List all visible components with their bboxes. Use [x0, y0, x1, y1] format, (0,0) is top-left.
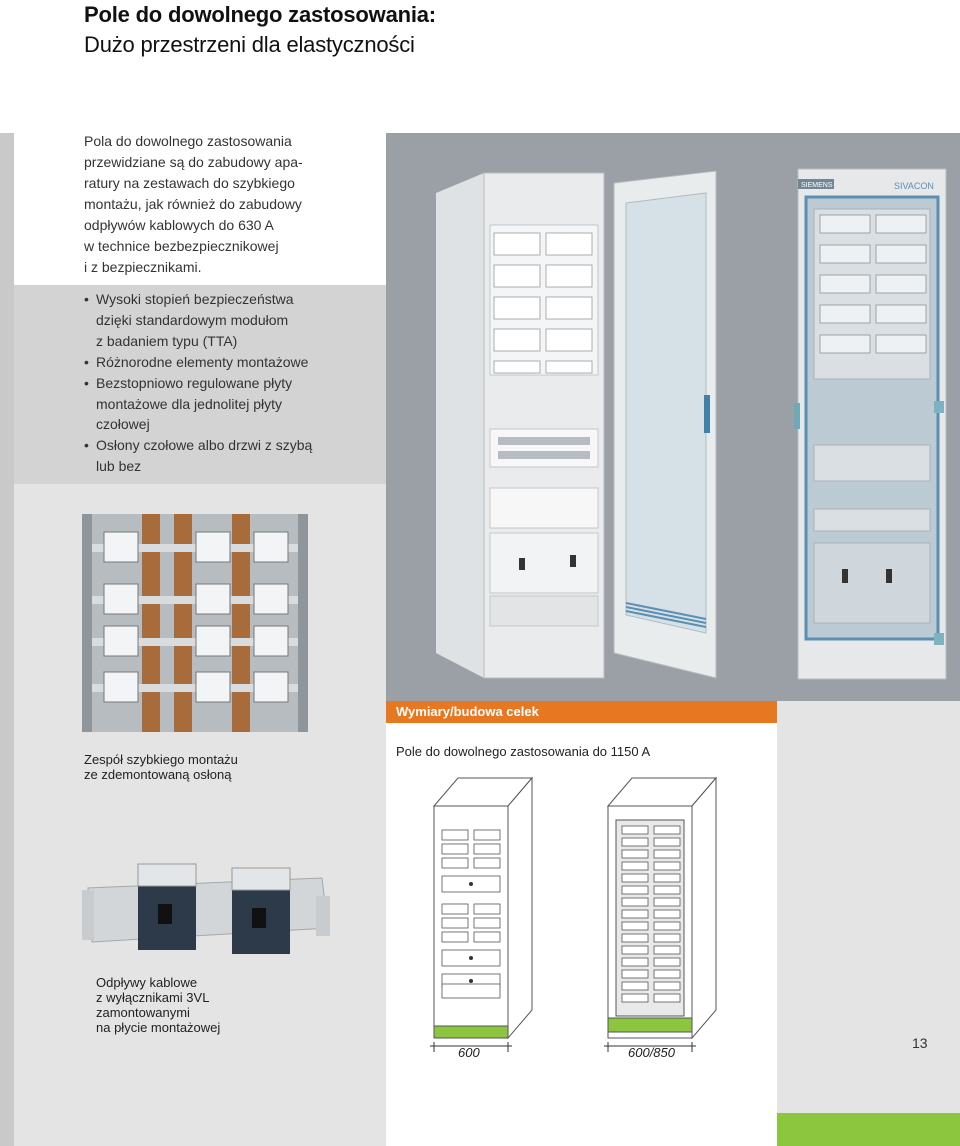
left-edge-bar: [0, 133, 14, 1146]
intro-line: ratury na zestawach do szybkiego: [84, 175, 295, 191]
dimensions-heading-text: Wymiary/budowa celek: [396, 704, 539, 719]
intro-line: montażu, jak również do zabudowy: [84, 196, 302, 212]
dimensions-heading: Wymiary/budowa celek: [386, 701, 777, 723]
brand-siemens-label: SIEMENS: [801, 182, 833, 189]
caption-line: ze zdemontowaną osłoną: [84, 767, 232, 782]
bullet-line: czołowej: [96, 416, 150, 433]
quick-assembly-photo: [82, 514, 308, 732]
bullet-line: Różnorodne elementy montażowe: [84, 352, 384, 373]
caption-line: na płycie montażowej: [96, 1020, 221, 1035]
bullet-line: montażowe dla jednolitej płyty: [96, 395, 282, 412]
intro-line: przewidziane są do zabudowy apa-: [84, 154, 303, 170]
page-accent-bar: [777, 1113, 960, 1146]
page-title: Pole do dowolnego zastosowania:: [84, 2, 436, 27]
switchgear-cabinets-photo: SIEMENS SIVACON: [436, 168, 947, 680]
cabinet-dimension-drawings: [430, 776, 718, 1052]
bullet-line: Wysoki stopień bezpieczeństwa: [84, 289, 384, 310]
outlets-caption: Odpływy kablowe z wyłącznikami 3VL zamon…: [96, 975, 220, 1035]
right-grey-panel: [777, 701, 960, 1146]
caption-line: Zespół szybkiego montażu: [84, 752, 238, 767]
caption-line: Odpływy kablowe: [96, 975, 198, 990]
bullet-line: z badaniem typu (TTA): [96, 332, 238, 349]
feature-bullet-list: Wysoki stopień bezpieczeństwa dzięki sta…: [84, 289, 384, 477]
dimension-left-width: 600: [458, 1045, 480, 1060]
assembly-caption: Zespół szybkiego montażu ze zdemontowaną…: [84, 752, 238, 782]
intro-line: Pola do dowolnego zastosowania: [84, 133, 292, 149]
intro-line: w technice bezbezpiecznikowej: [84, 238, 279, 254]
caption-line: zamontowanymi: [96, 1005, 190, 1020]
bullet-line: lub bez: [96, 458, 142, 475]
intro-line: i z bezpiecznikami.: [84, 259, 202, 275]
bullet-line: Osłony czołowe albo drzwi z szybą: [84, 435, 384, 456]
intro-paragraph: Pola do dowolnego zastosowania przewidzi…: [84, 131, 384, 278]
dimension-right-width: 600/850: [628, 1045, 675, 1060]
breaker-outlets-photo: [82, 863, 330, 954]
bullet-line: Bezstopniowo regulowane płyty: [84, 373, 384, 394]
page-subtitle: Dużo przestrzeni dla elastyczności: [84, 32, 415, 57]
caption-line: z wyłącznikami 3VL: [96, 990, 210, 1005]
bullet-line: dzięki standardowym modułom: [96, 311, 289, 328]
dimensions-title: Pole do dowolnego zastosowania do 1150 A: [396, 744, 651, 759]
page-number: 13: [912, 1035, 928, 1051]
brand-sivacon-label: SIVACON: [894, 181, 934, 191]
intro-line: odpływów kablowych do 630 A: [84, 217, 274, 233]
